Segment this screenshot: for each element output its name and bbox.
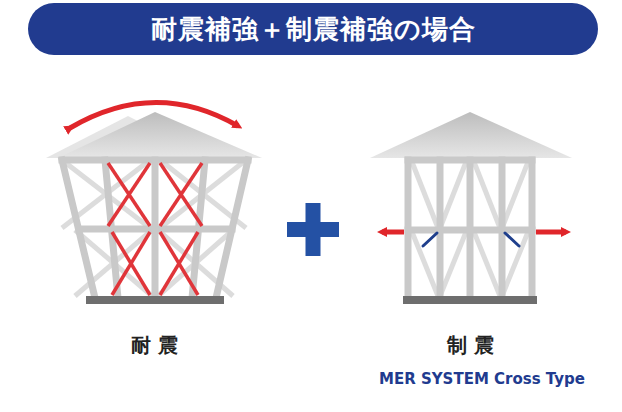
- product-label: MER SYSTEM Cross Type: [379, 370, 585, 388]
- plus-sign: [287, 203, 339, 256]
- seismic-house: [46, 102, 262, 304]
- damping-house: [370, 112, 572, 304]
- title-banner: 耐震補強＋制震補強の場合: [28, 3, 598, 55]
- method-label: 耐震: [131, 332, 185, 359]
- method-label: 制震: [447, 332, 501, 359]
- title-text: 耐震補強＋制震補強の場合: [151, 12, 476, 47]
